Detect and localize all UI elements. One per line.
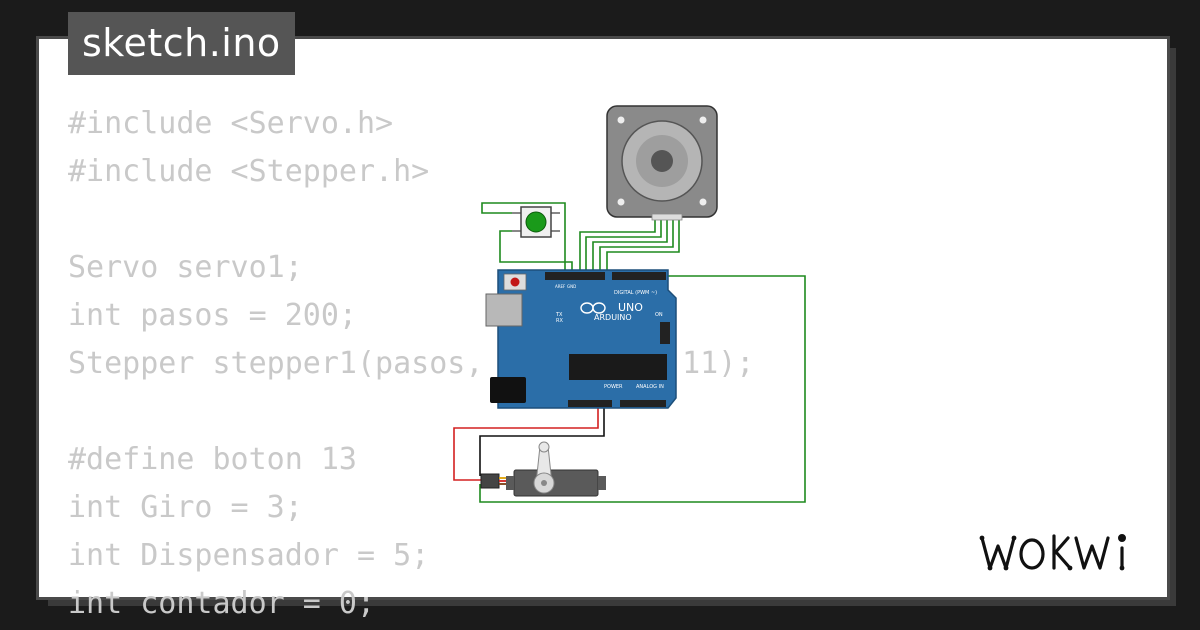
on-led-label: ON	[655, 312, 663, 318]
digital-header-label: DIGITAL (PWM ~)	[614, 290, 657, 296]
servo-motor[interactable]	[480, 441, 606, 497]
arduino-infinity-icon	[580, 302, 606, 314]
power-header-label: POWER	[604, 384, 623, 390]
file-tab[interactable]: sketch.ino	[68, 12, 295, 75]
board-model: UNO	[618, 301, 643, 314]
code-line-1: #include <Servo.h>	[68, 106, 394, 141]
code-line-8: #define boton 13	[68, 442, 357, 477]
code-line-11: int contador = 0;	[68, 586, 376, 621]
arduino-uno-board[interactable]: ARDUINO UNO DIGITAL (PWM ~) POWER ANALOG…	[485, 269, 677, 409]
code-line-10: int Dispensador = 5;	[68, 538, 430, 573]
servo-signal-wire	[479, 275, 806, 503]
wokwi-logo[interactable]	[976, 526, 1152, 578]
code-background: #include <Servo.h> #include <Stepper.h> Se…	[68, 100, 754, 628]
circuit-diagram: ARDUINO UNO DIGITAL (PWM ~) POWER ANALOG…	[453, 105, 806, 503]
servo-power-wire	[453, 404, 599, 481]
stepper-wires	[579, 215, 680, 272]
analog-header-label: ANALOG IN	[636, 384, 664, 390]
servo-ground-wire	[479, 404, 605, 476]
aref-label: AREF	[555, 284, 566, 289]
code-line-4: Servo servo1;	[68, 250, 303, 285]
code-line-5: int pasos = 200;	[68, 298, 357, 333]
rx-led-label: RX	[556, 318, 563, 324]
pushbutton[interactable]	[512, 206, 560, 238]
board-brand: ARDUINO	[594, 313, 632, 322]
stepper-motor[interactable]	[606, 105, 718, 221]
tx-led-label: TX	[555, 312, 563, 318]
gnd-label: GND	[567, 284, 576, 289]
button-wires	[481, 202, 573, 272]
wokwi-logo-mark	[979, 534, 1127, 571]
code-line-9: int Giro = 3;	[68, 490, 303, 525]
code-line-2: #include <Stepper.h>	[68, 154, 430, 189]
